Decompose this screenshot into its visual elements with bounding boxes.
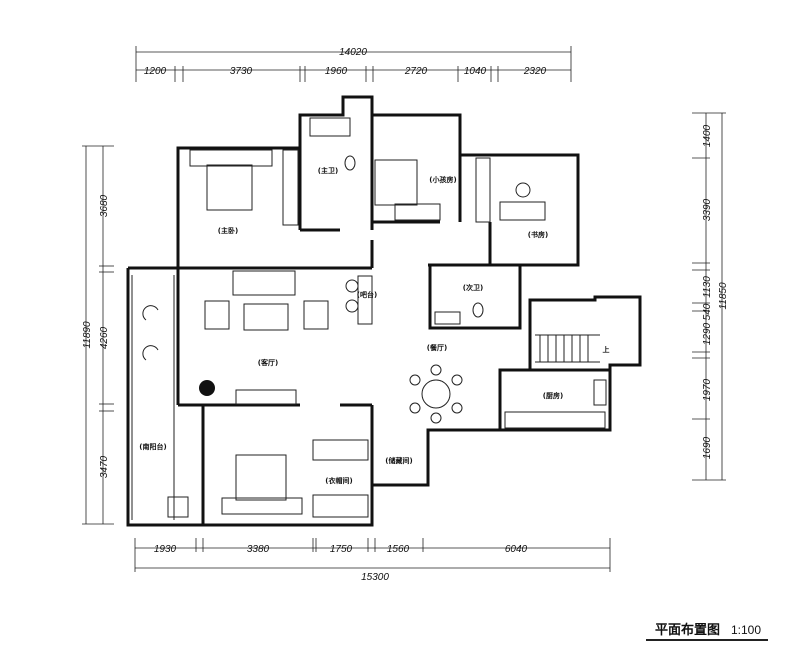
- bed-icon: [374, 159, 418, 206]
- drawing-title: 平面布置图 1:100: [646, 622, 768, 641]
- washer-icon: [167, 496, 189, 518]
- dim-left-2: 4260: [99, 326, 110, 349]
- nightstand-icon: [394, 203, 441, 221]
- dimension-lines: [82, 46, 726, 572]
- nightstand-icon: [189, 149, 273, 167]
- wardrobe-icon: [312, 439, 369, 461]
- lounge-chair-icon: [142, 305, 159, 321]
- desk-icon: [499, 201, 546, 221]
- dim-bottom-1: 1930: [154, 544, 177, 555]
- dim-bottom-5: 6040: [505, 544, 528, 555]
- room-labels: (主卧) (主卫) (小孩房) (书房) (吧台) (次卫) (客厅) (餐厅)…: [139, 166, 609, 485]
- toilet-icon: [344, 155, 356, 171]
- dim-left-1: 3680: [99, 194, 110, 217]
- furniture: [131, 117, 607, 520]
- dim-bottom-4: 1560: [387, 544, 410, 555]
- bathtub-icon: [309, 117, 351, 137]
- room-label-storage: (储藏间): [385, 456, 412, 465]
- room-label-dining-room: (餐厅): [427, 343, 447, 352]
- walls: [126, 95, 642, 527]
- room-label-bar: (吧台): [357, 290, 377, 299]
- washbasin-icon: [434, 311, 461, 325]
- sofa-icon: [232, 270, 296, 296]
- dim-top-3: 1960: [325, 66, 348, 77]
- dining-table-icon: [421, 379, 451, 409]
- dim-right-2: 3390: [702, 198, 713, 221]
- room-label-master-bedroom: (主卧): [218, 226, 238, 235]
- chair-icon: [515, 182, 531, 198]
- dim-left-3: 3470: [99, 455, 110, 478]
- tv-cabinet-icon: [235, 389, 297, 405]
- dim-right-3: 1130: [702, 276, 713, 298]
- sink-icon: [593, 379, 607, 406]
- kitchen-counter-icon: [504, 411, 606, 429]
- room-label-kids-room: (小孩房): [429, 175, 456, 184]
- bar-stool-icon: [345, 299, 359, 313]
- lounge-chair-icon: [142, 345, 159, 361]
- drawing-title-name: 平面布置图: [655, 622, 720, 638]
- toilet-icon: [472, 302, 484, 318]
- plant-icon: [199, 380, 215, 396]
- dim-right-1: 1400: [702, 124, 713, 147]
- dimension-labels: 14020 1200 3730 1960 2720 1040 2320 1930…: [82, 47, 729, 583]
- dim-bottom-3: 1750: [330, 544, 353, 555]
- stairs-up-label: 上: [603, 345, 610, 354]
- dim-bottom-total: 15300: [361, 572, 389, 583]
- bar-stool-icon: [345, 279, 359, 293]
- dim-left-total: 11890: [82, 321, 93, 349]
- dim-top-total: 14020: [339, 47, 367, 58]
- coffee-table-icon: [243, 303, 289, 331]
- room-label-walk-in-closet: (衣帽间): [325, 476, 352, 485]
- dim-right-7: 1690: [702, 436, 713, 459]
- room-label-living-room: (客厅): [258, 358, 278, 367]
- nightstand-icon: [221, 497, 303, 515]
- room-label-kitchen: (厨房): [543, 391, 563, 400]
- dim-right-6: 1970: [702, 378, 713, 401]
- armchair-icon: [303, 300, 329, 330]
- room-label-study: (书房): [528, 230, 548, 239]
- dim-right-5: 1290: [702, 322, 713, 345]
- dim-top-6: 2320: [523, 66, 547, 77]
- room-label-second-bath: (次卫): [463, 283, 483, 292]
- armchair-icon: [204, 300, 230, 330]
- wardrobe-icon: [475, 157, 491, 223]
- dim-top-4: 2720: [404, 66, 428, 77]
- wardrobe-icon: [282, 149, 299, 226]
- dim-right-4: 540: [702, 303, 713, 320]
- room-label-master-bath: (主卫): [318, 166, 338, 175]
- room-label-south-balcony: (南阳台): [139, 442, 166, 451]
- wardrobe-icon: [312, 494, 369, 518]
- dim-top-5: 1040: [464, 66, 487, 77]
- bar-counter-icon: [357, 275, 373, 325]
- drawing-scale: 1:100: [731, 623, 761, 637]
- bed-icon: [235, 454, 287, 501]
- bed-icon: [206, 164, 253, 211]
- stairs-icon: [535, 334, 600, 363]
- dim-top-1: 1200: [144, 66, 167, 77]
- dim-top-2: 3730: [230, 66, 253, 77]
- dim-bottom-2: 3380: [247, 544, 270, 555]
- dim-right-total: 11850: [718, 282, 729, 310]
